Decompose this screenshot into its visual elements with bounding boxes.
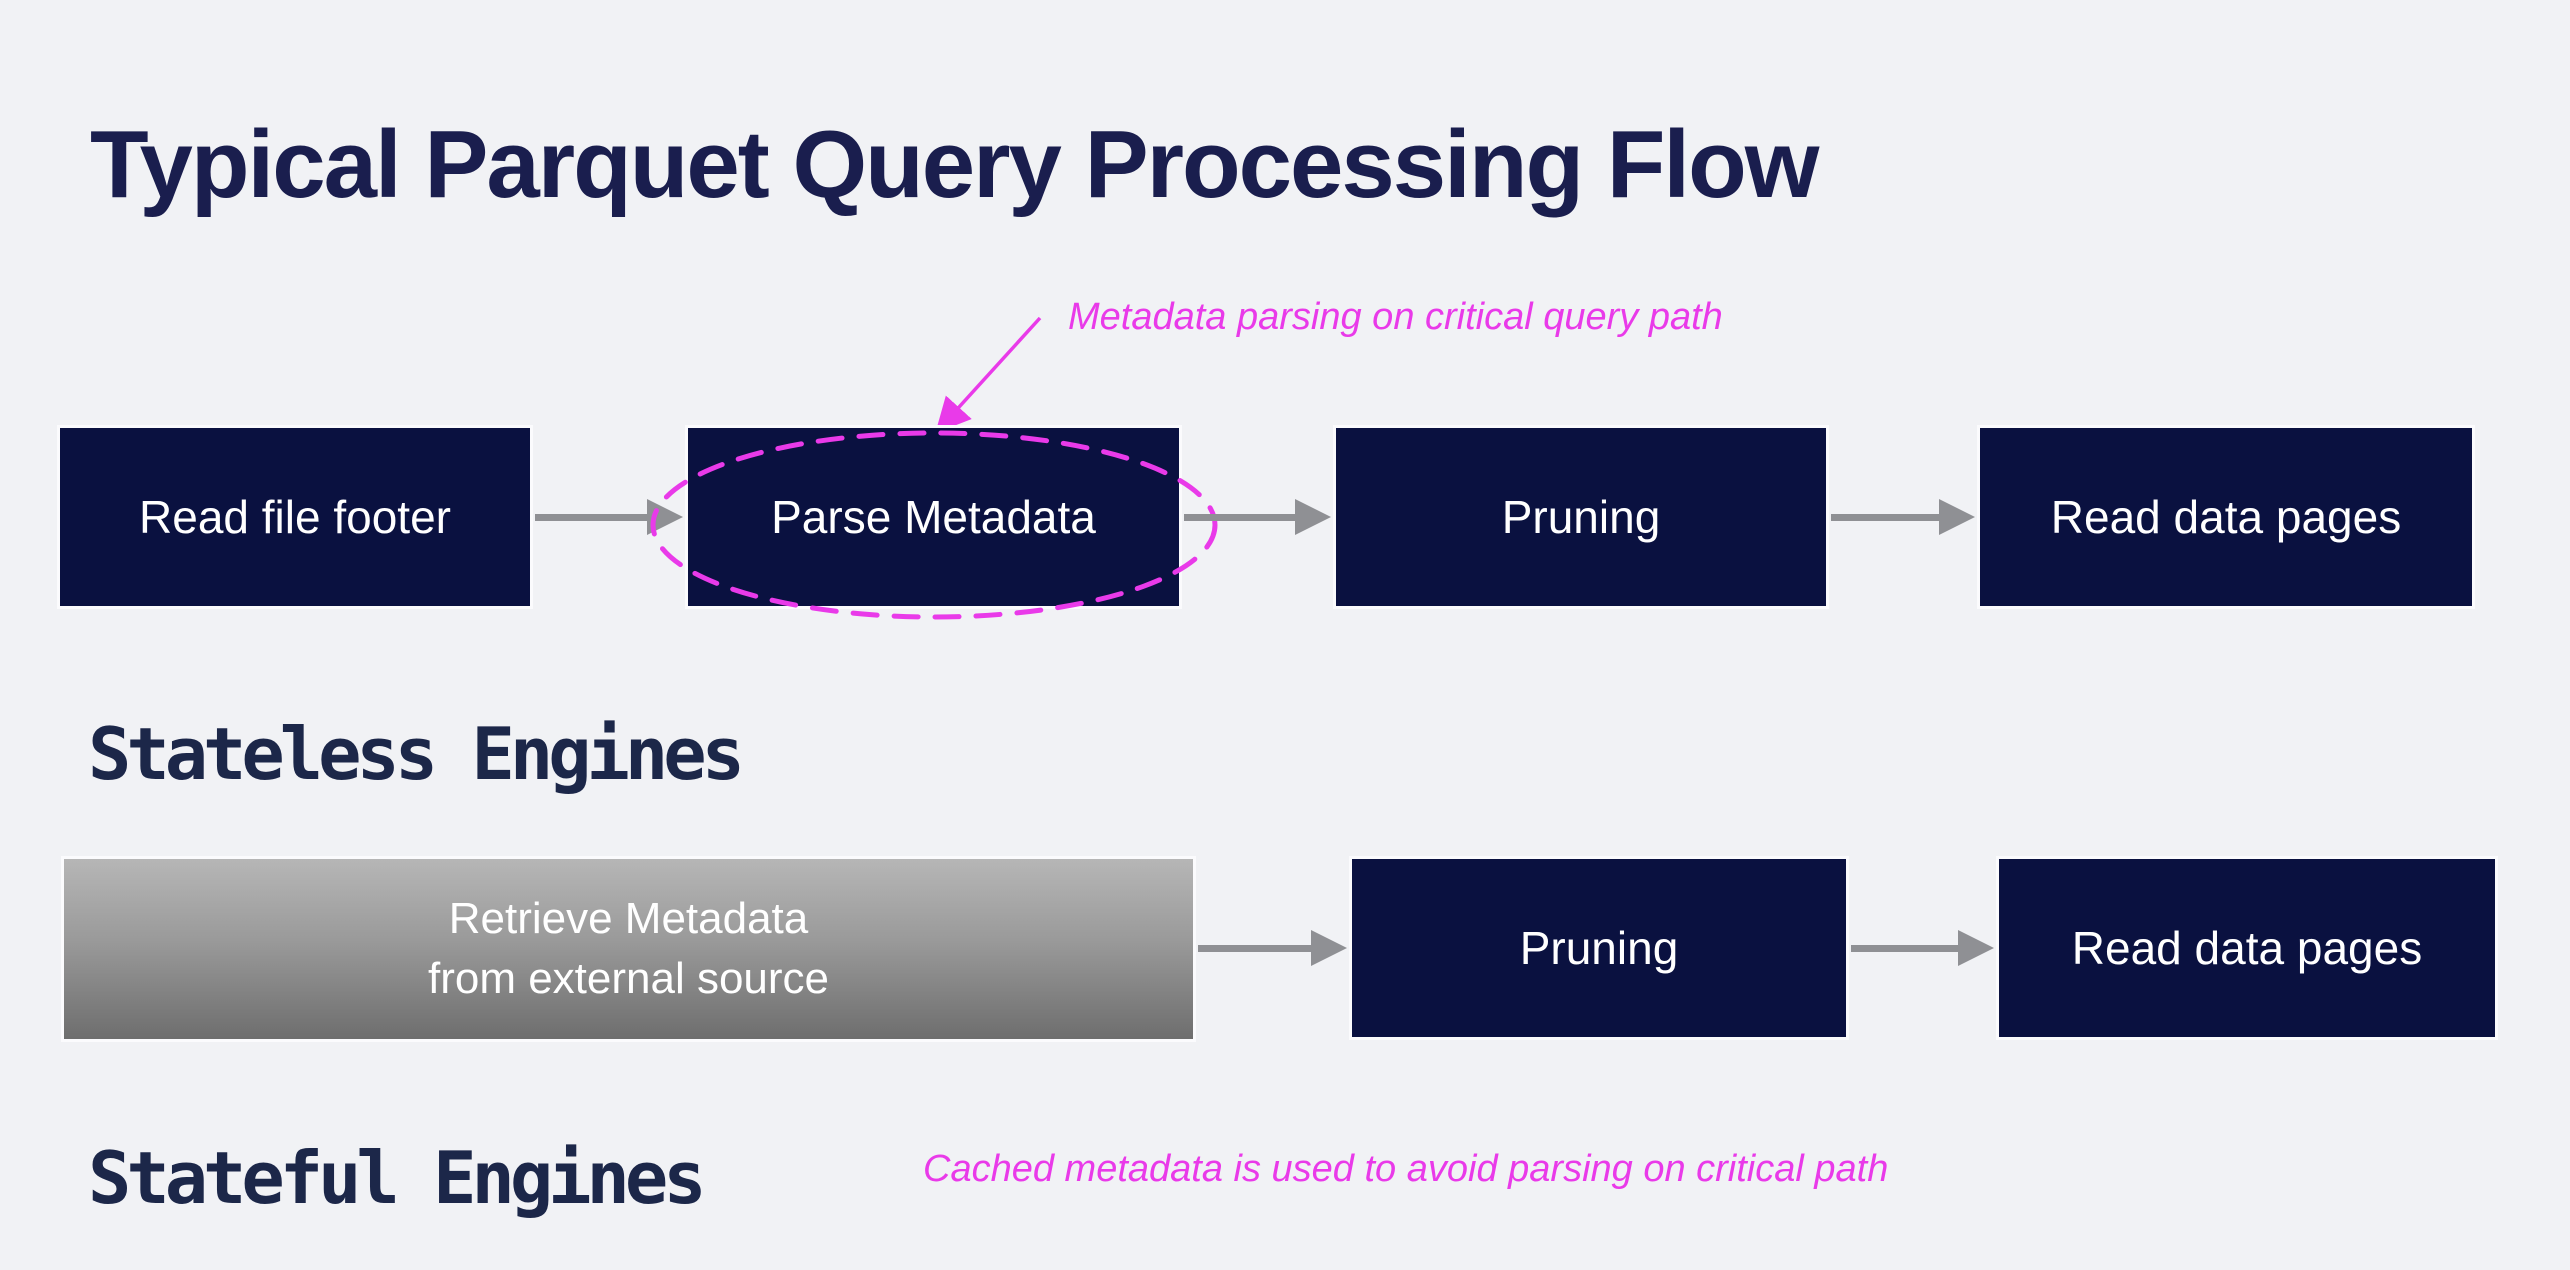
- flow-step-pruning: Pruning: [1333, 425, 1829, 609]
- arrow-head: [1295, 499, 1331, 535]
- page-title: Typical Parquet Query Processing Flow: [90, 111, 1819, 218]
- arrow-head: [1939, 499, 1975, 535]
- stateless-engines-caption: Stateless Engines: [88, 712, 745, 796]
- flow-step-read-data-pages-stateful: Read data pages: [1996, 856, 2498, 1040]
- arrow-right-icon: [1831, 499, 1975, 535]
- flow-step-label-line1: Retrieve Metadata: [448, 894, 809, 943]
- arrow-right-icon: [1198, 930, 1347, 966]
- arrow-head: [1958, 930, 1994, 966]
- arrow-shaft: [1831, 513, 1939, 521]
- arrow-right-icon: [1184, 499, 1331, 535]
- flow-step-read-file-footer: Read file footer: [57, 425, 533, 609]
- flow-step-label: Parse Metadata: [771, 491, 1096, 543]
- annotation-arrow-icon: [935, 316, 1042, 434]
- flow-step-label: Read data pages: [2050, 491, 2402, 543]
- flow-step-label: Pruning: [1519, 922, 1679, 974]
- arrow-head: [1311, 930, 1347, 966]
- flow-step-label: Pruning: [1501, 491, 1661, 543]
- flow-step-parse-metadata: Parse Metadata: [685, 425, 1182, 609]
- arrow-right-icon: [1851, 930, 1994, 966]
- arrow-shaft: [1198, 944, 1311, 952]
- flow-step-label: Read data pages: [2071, 922, 2423, 974]
- flow-step-pruning-stateful: Pruning: [1349, 856, 1849, 1040]
- annotation-critical-path: Metadata parsing on critical query path: [1068, 296, 1723, 338]
- flow-step-label: Read file footer: [139, 491, 451, 543]
- flow-step-label-line2: from external source: [427, 954, 830, 1003]
- stateful-engines-caption: Stateful Engines: [88, 1136, 707, 1220]
- arrow-shaft: [535, 513, 647, 521]
- annotation-cached-metadata: Cached metadata is used to avoid parsing…: [923, 1148, 1889, 1190]
- arrow-shaft: [1184, 513, 1295, 521]
- flow-step-read-data-pages: Read data pages: [1977, 425, 2475, 609]
- flow-step-retrieve-metadata-external: Retrieve Metadata from external source: [61, 856, 1196, 1042]
- highlight-ellipse: [650, 430, 1218, 620]
- arrow-shaft: [1851, 944, 1958, 952]
